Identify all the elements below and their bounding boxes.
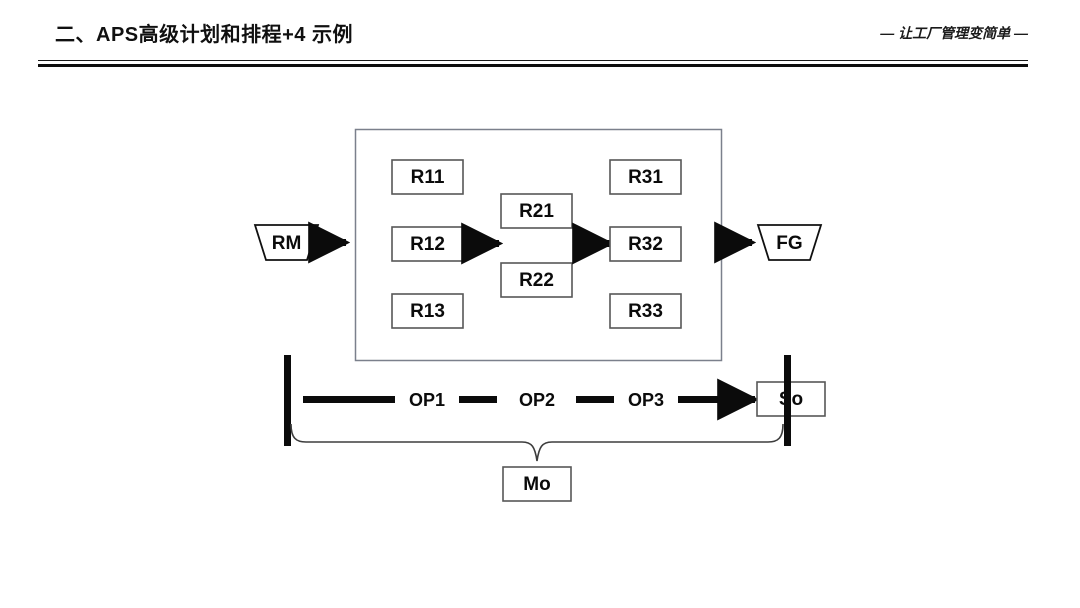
operation-label-op1: OP1 (409, 390, 445, 410)
manufacturing-order-node[interactable]: Mo (502, 466, 572, 502)
resource-label-r22: R22 (519, 270, 554, 291)
resource-node-r21[interactable]: R21 (500, 193, 573, 229)
header-tagline: — 让工厂管理变简单 — (880, 25, 1028, 41)
header-divider-thin-line (38, 60, 1028, 61)
mo-brace (290, 423, 784, 462)
resource-box-r11 (391, 159, 464, 195)
resource-box-r12 (391, 226, 464, 262)
resource-box-r33 (609, 293, 682, 329)
resource-label-r13: R13 (410, 301, 445, 322)
header-divider-thick-line (38, 64, 1028, 67)
manufacturing-order-label: Mo (523, 474, 550, 495)
operation-label-op3: OP3 (628, 390, 664, 410)
raw-material-node[interactable]: RM (253, 224, 320, 261)
resource-node-r32[interactable]: R32 (609, 226, 682, 262)
resource-label-r11: R11 (411, 167, 445, 188)
timeline-start-bar (284, 355, 291, 446)
resource-label-r32: R32 (628, 234, 663, 255)
resource-node-r13[interactable]: R13 (391, 293, 464, 329)
resource-node-r22[interactable]: R22 (500, 262, 573, 298)
operation-label-op2: OP2 (519, 390, 555, 410)
resource-box-r31 (609, 159, 682, 195)
page-title: 二、APS高级计划和排程+4 示例 (55, 24, 353, 46)
finished-goods-node[interactable]: FG (756, 224, 823, 261)
resource-box-r32 (609, 226, 682, 262)
finished-goods-trapezoid (756, 224, 823, 261)
timeline-end-bar-overlay (784, 355, 791, 446)
header-divider (38, 60, 1028, 68)
resource-label-r33: R33 (628, 301, 663, 322)
resource-node-r12[interactable]: R12 (391, 226, 464, 262)
resource-node-r11[interactable]: R11 (391, 159, 464, 195)
raw-material-label: RM (272, 233, 302, 254)
resource-label-r31: R31 (628, 167, 663, 188)
raw-material-trapezoid (253, 224, 320, 261)
resource-box-r22 (500, 262, 573, 298)
resource-node-r33[interactable]: R33 (609, 293, 682, 329)
finished-goods-label: FG (776, 233, 802, 254)
resource-label-r21: R21 (519, 201, 554, 222)
resource-box-r13 (391, 293, 464, 329)
manufacturing-order-box (502, 466, 572, 502)
resource-node-r31[interactable]: R31 (609, 159, 682, 195)
resource-label-r12: R12 (410, 234, 445, 255)
resource-box-r21 (500, 193, 573, 229)
